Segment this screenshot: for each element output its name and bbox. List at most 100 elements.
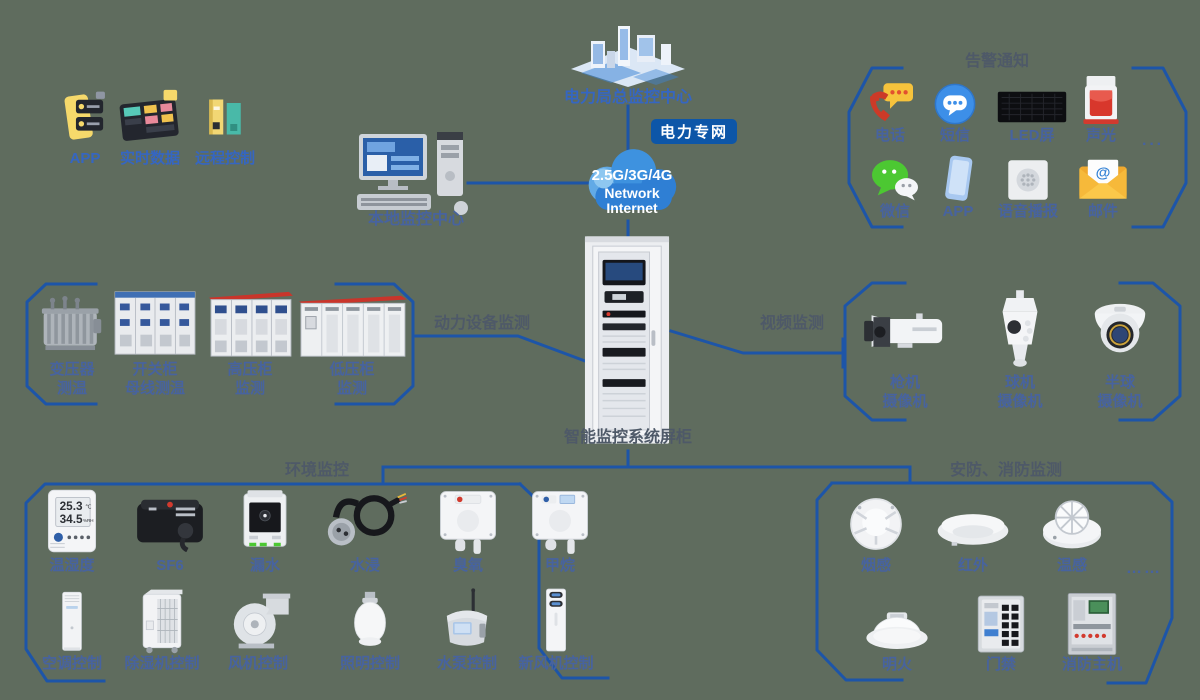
- item-label: 温感: [1004, 557, 1140, 576]
- item-label-line: 水浸: [349, 557, 380, 574]
- item-label-line: APP: [69, 150, 101, 167]
- item-label-line: 摄像机: [882, 392, 928, 410]
- item-label-line: 监测: [234, 379, 265, 397]
- access-control-icon: [973, 592, 1029, 656]
- voice-broadcast-icon: [1005, 157, 1051, 203]
- factory-building-icon: [563, 20, 693, 88]
- leak-module-icon: [237, 486, 293, 554]
- hv-cabinet-icon: [201, 286, 299, 360]
- sms-icon: [932, 82, 978, 126]
- svg-text:℃: ℃: [85, 503, 91, 510]
- methane-sensor-icon: [527, 484, 593, 556]
- air-conditioner-icon: [57, 590, 87, 654]
- item-label-line: 低压柜: [329, 361, 375, 378]
- fresh-air-unit-icon: [541, 586, 571, 654]
- server-cabinet-icon: [583, 231, 671, 449]
- item-label-line: 短信: [939, 127, 970, 144]
- ptz-camera-icon: [989, 286, 1051, 372]
- item-label-line: 声光: [1085, 127, 1116, 144]
- item-label: 变压器测温: [4, 361, 140, 399]
- cloud-text-line2: Network: [604, 185, 660, 201]
- item-label: 语音播报: [960, 203, 1096, 222]
- pump-controller-icon: [436, 588, 498, 650]
- item-label: 漏水: [197, 557, 333, 576]
- item-label-line: 甲烷: [544, 557, 575, 574]
- security-more-dots: ……: [1126, 560, 1162, 577]
- item-label-line: 水泵控制: [436, 655, 497, 672]
- item-label-line: 烟感: [860, 557, 891, 574]
- item-label: 新风机控制: [488, 655, 624, 674]
- svg-text:25.3: 25.3: [60, 500, 83, 513]
- bullet-camera-icon: [857, 306, 953, 358]
- item-label-line: 变压器: [49, 361, 95, 378]
- item-label-line: 开关柜: [132, 361, 178, 378]
- item-label-line: 除湿机控制: [124, 655, 200, 672]
- svg-text:@: @: [1096, 164, 1111, 181]
- item-label-line: 测温: [56, 379, 87, 397]
- svg-text:34.5: 34.5: [60, 513, 83, 526]
- item-label-line: 新风机控制: [518, 655, 594, 672]
- water-immersion-icon: [319, 492, 411, 550]
- item-label: LED屏: [964, 127, 1100, 146]
- item-label-line: 明火: [881, 656, 912, 673]
- item-label: 远程控制: [157, 150, 293, 169]
- item-label: APP: [890, 203, 1026, 222]
- item-label: 半球摄像机: [1052, 374, 1188, 412]
- email-icon: @: [1076, 158, 1130, 202]
- headquarters-label: 电力局总监控中心: [563, 89, 692, 106]
- infrared-detector-icon: [934, 508, 1012, 550]
- section-video-label: 视频监测: [759, 315, 824, 332]
- cloud-text-line3: Internet: [606, 200, 658, 216]
- app-phone-icon: [936, 155, 980, 203]
- item-label: 邮件: [1035, 203, 1171, 222]
- alarm-more-dots: ···: [1142, 136, 1164, 153]
- app-ui-icon: [54, 88, 116, 146]
- item-label-line: 摄像机: [1097, 392, 1143, 410]
- siren-icon: [1077, 72, 1125, 128]
- item-label-line: 微信: [879, 203, 910, 220]
- item-label: 水浸: [297, 557, 433, 576]
- item-label-line: 电话: [874, 127, 905, 144]
- wechat-icon: [865, 156, 925, 202]
- item-label-line: 实时数据: [119, 150, 180, 167]
- turret-camera-icon: [1085, 300, 1155, 362]
- led-screen-icon: [995, 88, 1069, 126]
- item-label-line: 照明控制: [339, 655, 400, 672]
- item-label: 高压柜监测: [182, 361, 318, 399]
- section-environment-label: 环境监控: [284, 462, 349, 479]
- item-label: 低压柜监测: [284, 361, 420, 399]
- item-label: 水泵控制: [399, 655, 535, 674]
- item-label: 红外: [905, 557, 1041, 576]
- item-label: 开关柜母线测温: [87, 361, 223, 399]
- item-label-line: 枪机: [889, 374, 920, 391]
- item-label-line: 高压柜: [227, 361, 273, 378]
- item-label-line: LED屏: [1009, 127, 1055, 144]
- cabinet-label: 智能监控系统屏柜: [563, 429, 692, 446]
- item-label-line: 风机控制: [227, 655, 288, 672]
- section-alarm-label: 告警通知: [964, 53, 1029, 70]
- item-label: 风机控制: [190, 655, 326, 674]
- item-label-line: 母线测温: [124, 379, 185, 397]
- remote-control-icon: [197, 88, 253, 146]
- item-label-line: APP: [942, 203, 974, 220]
- item-label: 空调控制: [4, 655, 140, 674]
- item-label: 甲烷: [492, 557, 628, 576]
- item-label-line: 臭氧: [452, 557, 483, 574]
- fire-alarm-host-icon: [1062, 590, 1122, 658]
- item-label: 微信: [827, 203, 963, 222]
- item-label-line: 消防主机: [1061, 656, 1122, 673]
- fan-blower-icon: [222, 592, 294, 650]
- desktop-computer-icon: [355, 130, 477, 218]
- item-label-line: 温湿度: [49, 557, 95, 574]
- item-label: 烟感: [808, 557, 944, 576]
- item-label: 电话: [822, 127, 958, 146]
- item-label: 球机摄像机: [952, 374, 1088, 412]
- svg-text:%RH: %RH: [83, 518, 94, 523]
- item-label: 温湿度: [4, 557, 140, 576]
- item-label-line: 球机: [1004, 374, 1035, 391]
- item-label-line: 远程控制: [194, 150, 255, 167]
- power-private-network-badge: 电力专网: [651, 119, 737, 144]
